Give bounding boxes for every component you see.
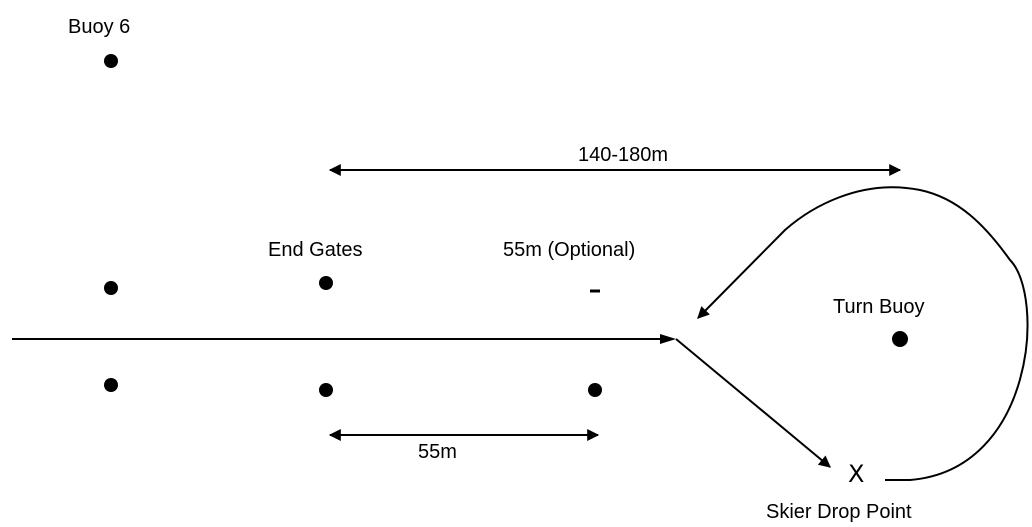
turn-loop-path — [697, 186, 1029, 481]
distance-overall-label: 140-180m — [578, 144, 668, 166]
optional-gate-buoy-lower — [588, 383, 602, 397]
buoy-6-label: Buoy 6 — [68, 16, 130, 38]
end-gates-label: End Gates — [268, 239, 363, 261]
end-gate-buoy-lower — [319, 383, 333, 397]
skier-drop-point-label: Skier Drop Point — [766, 501, 912, 523]
buoy-left-upper — [104, 281, 118, 295]
drop-path-arrow — [675, 338, 831, 468]
end-gate-buoy-upper — [319, 276, 333, 290]
turn-buoy-label: Turn Buoy — [833, 296, 925, 318]
buoy-left-lower — [104, 378, 118, 392]
buoy-6-marker — [104, 54, 118, 68]
drop-point-marker: X — [848, 460, 864, 488]
course-line-arrowhead — [660, 334, 676, 344]
turn-buoy-marker — [892, 331, 908, 347]
gate-spacing-label: 55m — [418, 441, 457, 463]
optional-gate-label: 55m (Optional) — [503, 239, 635, 261]
